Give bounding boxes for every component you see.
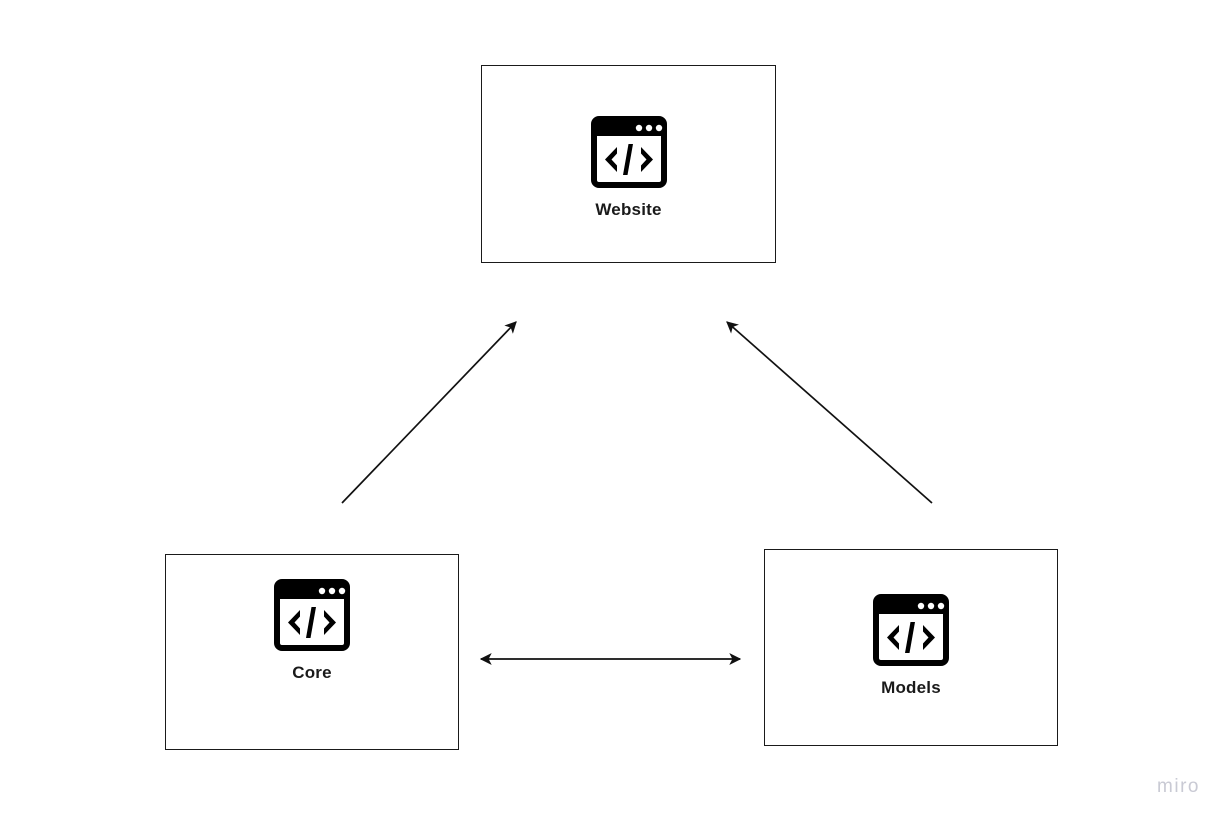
connector-core-to-website[interactable] (341, 321, 517, 504)
node-label-website: Website (595, 200, 662, 219)
node-website[interactable]: Website (481, 65, 776, 263)
node-label-core: Core (292, 663, 332, 682)
connector-models-to-website[interactable] (726, 321, 933, 504)
miro-watermark: miro (1157, 776, 1200, 797)
code-window-icon (590, 116, 667, 188)
node-models[interactable]: Models (764, 549, 1058, 746)
code-window-icon (873, 594, 949, 666)
code-window-icon (274, 579, 350, 651)
node-label-models: Models (881, 678, 941, 697)
node-core[interactable]: Core (165, 554, 459, 750)
